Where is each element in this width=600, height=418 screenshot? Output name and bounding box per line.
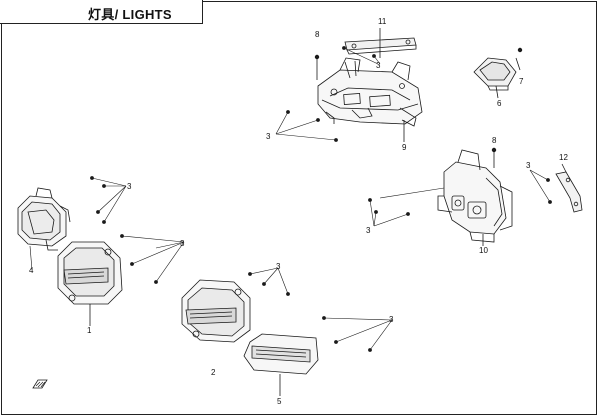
part-11-bracket	[344, 28, 417, 55]
callout-3-side: 3	[366, 226, 371, 235]
callout-3-bracket: 3	[526, 161, 531, 170]
callout-12: 12	[559, 153, 568, 162]
part-9-rear-light-housing	[316, 40, 423, 142]
callout-8-top: 8	[315, 30, 320, 39]
page-title: 灯具/ LIGHTS	[88, 7, 172, 22]
part-10-side-lamp	[437, 149, 513, 246]
callout-3-housing: 3	[266, 132, 271, 141]
callout-1: 1	[87, 326, 92, 335]
callout-3-headlight-left: 3	[180, 239, 185, 248]
callout-3-headlight-right: 3	[276, 262, 281, 271]
part-4-fog-lamp	[17, 187, 71, 251]
callout-5: 5	[277, 397, 282, 406]
part-2-headlight-right	[181, 279, 251, 343]
callout-6: 6	[497, 99, 502, 108]
brand-logo-icon	[32, 379, 48, 389]
callout-9: 9	[402, 143, 407, 152]
callout-7: 7	[519, 77, 524, 86]
callout-2: 2	[211, 368, 216, 377]
callout-3-top: 3	[376, 61, 381, 70]
callout-10: 10	[479, 246, 488, 255]
part-6-small-lamp	[473, 57, 521, 99]
callout-8-right: 8	[492, 136, 497, 145]
callout-3-lightbar: 3	[389, 315, 394, 324]
callout-3-fog: 3	[127, 182, 132, 191]
title-box: 灯具/ LIGHTS	[0, 0, 203, 24]
part-1-headlight-left	[57, 241, 123, 326]
part-5-light-bar	[243, 333, 319, 396]
part-12-side-bracket	[555, 163, 583, 213]
callout-11: 11	[378, 17, 387, 26]
callout-4: 4	[29, 266, 34, 275]
leader-lines-3	[29, 47, 551, 351]
